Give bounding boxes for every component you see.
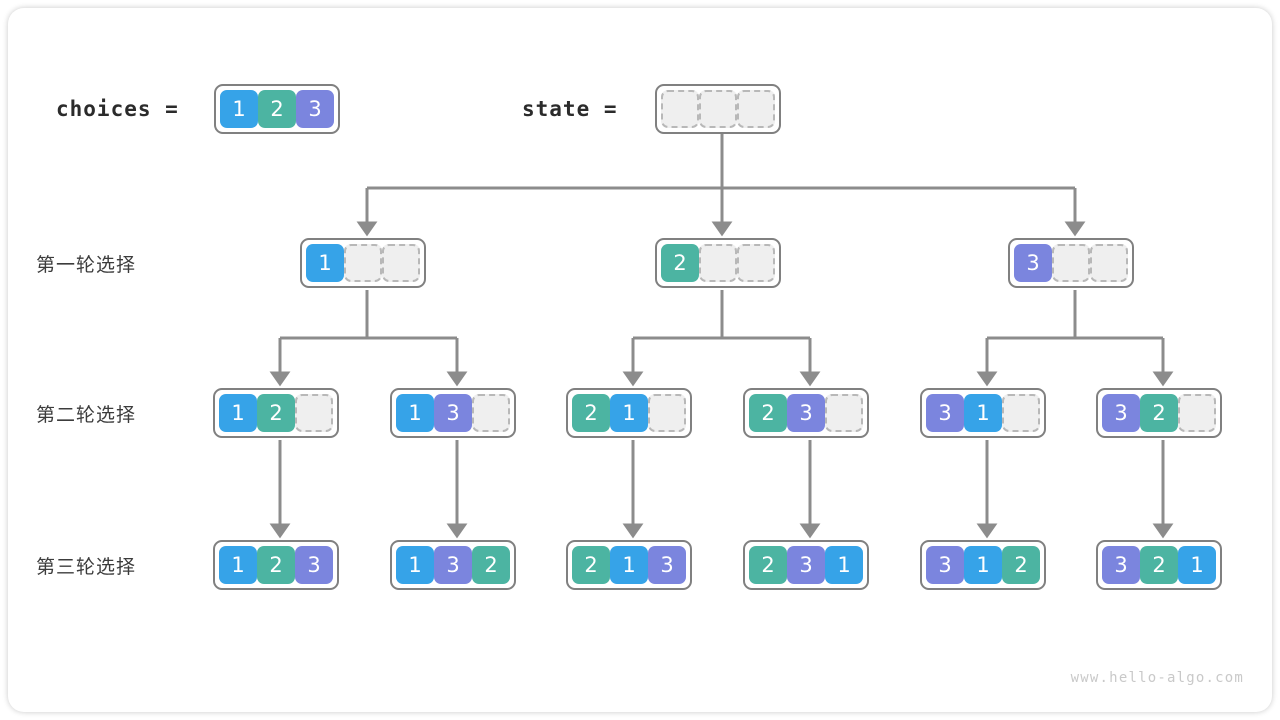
- row2-node-0-cell-0: 1: [219, 394, 257, 432]
- row3-node-1: 1 3 2: [390, 540, 516, 590]
- row2-node-4-cell-1: 1: [964, 394, 1002, 432]
- row3-node-3-cell-0: 2: [749, 546, 787, 584]
- row3-node-0-cell-2: 3: [295, 546, 333, 584]
- row1-node-1-cell-2: [737, 244, 775, 282]
- row2-node-0-cell-1: 2: [257, 394, 295, 432]
- choices-label: choices =: [56, 97, 179, 121]
- state-label: state =: [522, 97, 618, 121]
- row2-node-2: 2 1: [566, 388, 692, 438]
- row2-node-4-cell-2: [1002, 394, 1040, 432]
- row1-node-0-cell-2: [382, 244, 420, 282]
- row1-node-0-cell-1: [344, 244, 382, 282]
- state-cell-0: [661, 90, 699, 128]
- row1-node-1-cell-1: [699, 244, 737, 282]
- row3-node-4-cell-1: 1: [964, 546, 1002, 584]
- row1-node-1-cell-0: 2: [661, 244, 699, 282]
- row3-node-4-cell-0: 3: [926, 546, 964, 584]
- row2-node-1-cell-2: [472, 394, 510, 432]
- row3-node-3-cell-1: 3: [787, 546, 825, 584]
- row2-node-1-cell-0: 1: [396, 394, 434, 432]
- row2-node-3-cell-1: 3: [787, 394, 825, 432]
- row2-node-5-cell-0: 3: [1102, 394, 1140, 432]
- watermark: www.hello-algo.com: [1070, 670, 1244, 686]
- row-label-round-1: 第一轮选择: [36, 254, 137, 276]
- row1-node-2: 3: [1008, 238, 1134, 288]
- row1-node-2-cell-1: [1052, 244, 1090, 282]
- row3-node-5-cell-2: 1: [1178, 546, 1216, 584]
- row3-node-2: 2 1 3: [566, 540, 692, 590]
- row3-node-0-cell-1: 2: [257, 546, 295, 584]
- row2-node-2-cell-1: 1: [610, 394, 648, 432]
- row3-node-2-cell-2: 3: [648, 546, 686, 584]
- row3-node-0: 1 2 3: [213, 540, 339, 590]
- row2-node-1: 1 3: [390, 388, 516, 438]
- choices-cell-2: 3: [296, 90, 334, 128]
- state-cell-2: [737, 90, 775, 128]
- row1-node-2-cell-2: [1090, 244, 1128, 282]
- row3-node-5-cell-0: 3: [1102, 546, 1140, 584]
- row3-node-3-cell-2: 1: [825, 546, 863, 584]
- row3-node-5: 3 2 1: [1096, 540, 1222, 590]
- choices-array: 1 2 3: [214, 84, 340, 134]
- row3-node-4: 3 1 2: [920, 540, 1046, 590]
- row3-node-5-cell-1: 2: [1140, 546, 1178, 584]
- row3-node-1-cell-1: 3: [434, 546, 472, 584]
- row1-node-0-cell-0: 1: [306, 244, 344, 282]
- row3-node-0-cell-0: 1: [219, 546, 257, 584]
- state-array: [655, 84, 781, 134]
- row3-node-3: 2 3 1: [743, 540, 869, 590]
- row3-node-2-cell-1: 1: [610, 546, 648, 584]
- row3-node-2-cell-0: 2: [572, 546, 610, 584]
- row3-node-4-cell-2: 2: [1002, 546, 1040, 584]
- row2-node-4-cell-0: 3: [926, 394, 964, 432]
- row2-node-3: 2 3: [743, 388, 869, 438]
- row2-node-1-cell-1: 3: [434, 394, 472, 432]
- row2-node-0-cell-2: [295, 394, 333, 432]
- row1-node-1: 2: [655, 238, 781, 288]
- choices-cell-1: 2: [258, 90, 296, 128]
- row3-node-1-cell-2: 2: [472, 546, 510, 584]
- row2-node-0: 1 2: [213, 388, 339, 438]
- row2-node-5: 3 2: [1096, 388, 1222, 438]
- row-label-round-2: 第二轮选择: [36, 404, 137, 426]
- row2-node-5-cell-1: 2: [1140, 394, 1178, 432]
- choices-cell-0: 1: [220, 90, 258, 128]
- row1-node-2-cell-0: 3: [1014, 244, 1052, 282]
- page-card: [8, 8, 1272, 712]
- row2-node-2-cell-0: 2: [572, 394, 610, 432]
- state-cell-1: [699, 90, 737, 128]
- row2-node-3-cell-0: 2: [749, 394, 787, 432]
- row2-node-3-cell-2: [825, 394, 863, 432]
- row1-node-0: 1: [300, 238, 426, 288]
- row2-node-4: 3 1: [920, 388, 1046, 438]
- row-label-round-3: 第三轮选择: [36, 556, 137, 578]
- row3-node-1-cell-0: 1: [396, 546, 434, 584]
- row2-node-2-cell-2: [648, 394, 686, 432]
- row2-node-5-cell-2: [1178, 394, 1216, 432]
